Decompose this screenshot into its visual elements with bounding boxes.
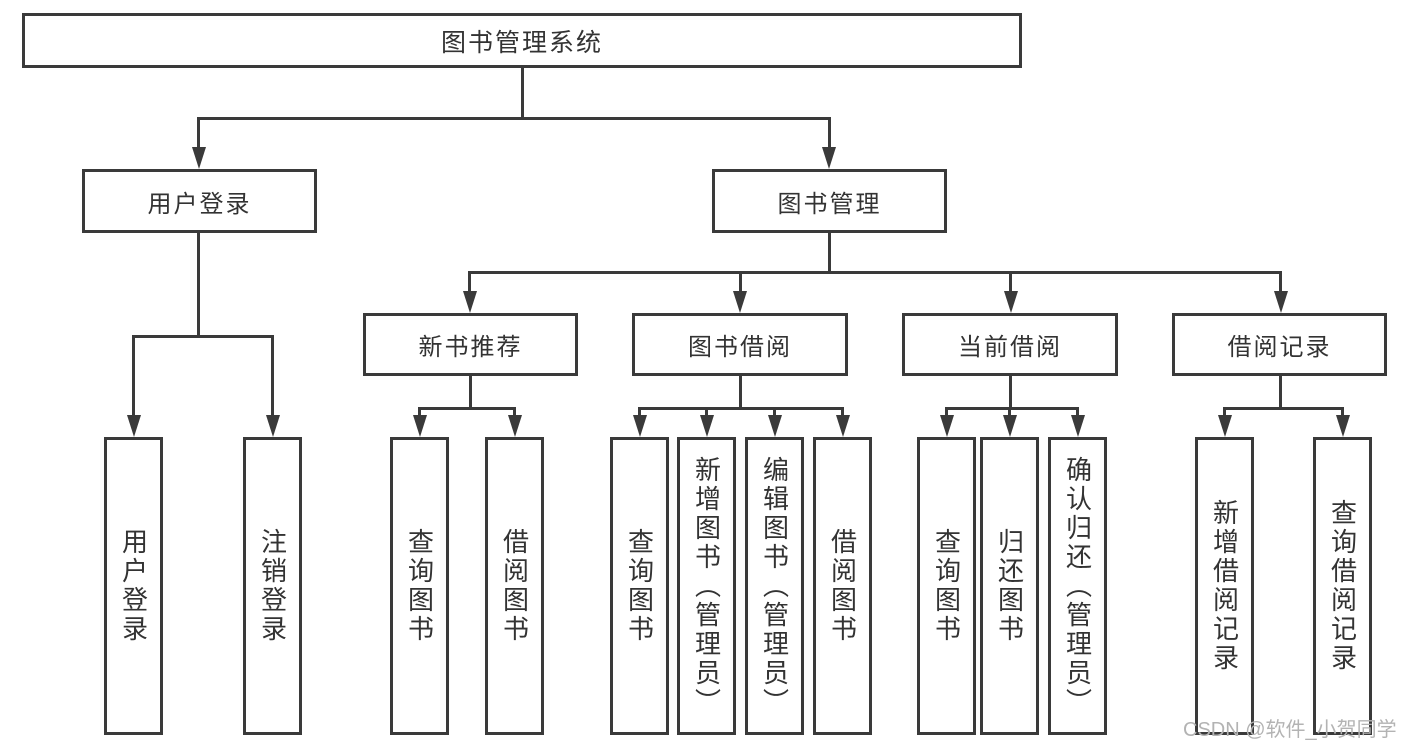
node-root-library-system: 图书管理系统 [22,13,1022,68]
arrow-down-icon [633,415,647,437]
connector-drop-book-management [828,117,831,149]
connector-drop-leaf [841,407,844,417]
connector-drop-logout-leaf [271,335,274,417]
leaf-query-books-borrowing: 查询图书 [610,437,669,735]
connector-drop-book-borrowing [739,271,742,293]
connector-drop-current-borrowing [1009,271,1012,293]
arrow-down-icon [768,415,782,437]
connector-new-book-feed [469,376,472,409]
leaf-query-books-recommend-label: 查询图书 [404,528,435,644]
connector-drop-leaf [1223,407,1226,417]
connector-drop-leaf [1076,407,1079,417]
leaf-return-books-label: 归还图书 [994,528,1025,644]
connector-book-management-feed [828,233,831,273]
node-book-borrowing: 图书借阅 [632,313,848,376]
node-book-management: 图书管理 [712,169,947,233]
leaf-add-books-admin-label: 新增图书（管理员） [691,455,722,717]
connector-user-login-feed [197,233,200,337]
leaf-return-books: 归还图书 [980,437,1039,735]
arrow-down-icon [1274,291,1288,313]
node-borrowing-records-label: 借阅记录 [1227,334,1332,361]
connector-new-book-rail [418,407,516,410]
arrow-down-icon [733,291,747,313]
arrow-down-icon [822,147,836,169]
leaf-add-borrow-record: 新增借阅记录 [1195,437,1254,735]
arrow-down-icon [1071,415,1085,437]
node-borrowing-records: 借阅记录 [1172,313,1387,376]
node-current-borrowing: 当前借阅 [902,313,1118,376]
connector-drop-leaf [638,407,641,417]
leaf-add-books-admin: 新增图书（管理员） [677,437,736,735]
node-book-management-label: 图书管理 [777,190,882,218]
leaf-confirm-return-admin-label: 确认归还（管理员） [1062,455,1093,717]
leaf-query-borrow-record: 查询借阅记录 [1313,437,1372,735]
connector-borrowing-records-rail [1223,407,1344,410]
leaf-edit-books-admin: 编辑图书（管理员） [745,437,804,735]
connector-drop-user-login [197,117,200,149]
connector-drop-leaf [418,407,421,417]
leaf-query-books-current: 查询图书 [917,437,976,735]
connector-drop-new-book [468,271,471,293]
connector-user-login-rail [132,335,274,338]
connector-drop-leaf [1341,407,1344,417]
node-new-book-recommend: 新书推荐 [363,313,578,376]
arrow-down-icon [127,415,141,437]
arrow-down-icon [508,415,522,437]
arrow-down-icon [700,415,714,437]
connector-book-borrowing-rail [638,407,844,410]
leaf-borrow-books-borrowing-label: 借阅图书 [827,528,858,644]
connector-current-borrowing-feed [1009,376,1012,409]
arrow-down-icon [463,291,477,313]
connector-book-borrowing-feed [739,376,742,409]
leaf-user-login: 用户登录 [104,437,163,735]
csdn-watermark: CSDN @软件_小贺同学 [1183,719,1397,741]
connector-level3-rail [468,271,1281,274]
arrow-down-icon [1003,415,1017,437]
leaf-borrow-books-recommend: 借阅图书 [485,437,544,735]
leaf-user-login-label: 用户登录 [118,528,149,644]
connector-drop-leaf [1008,407,1011,417]
node-book-borrowing-label: 图书借阅 [688,334,792,361]
leaf-borrow-books-recommend-label: 借阅图书 [499,528,530,644]
arrow-down-icon [1004,291,1018,313]
connector-drop-leaf [705,407,708,417]
leaf-logout-label: 注销登录 [257,528,288,644]
connector-borrowing-records-feed [1279,376,1282,409]
leaf-confirm-return-admin: 确认归还（管理员） [1048,437,1107,735]
node-root-label: 图书管理系统 [440,28,603,57]
arrow-down-icon [1218,415,1232,437]
leaf-edit-books-admin-label: 编辑图书（管理员） [759,455,790,717]
node-current-borrowing-label: 当前借阅 [958,334,1062,361]
leaf-query-books-current-label: 查询图书 [931,528,962,644]
node-new-book-recommend-label: 新书推荐 [418,334,523,361]
arrow-down-icon [1336,415,1350,437]
connector-level2-rail [197,117,831,120]
leaf-query-books-borrowing-label: 查询图书 [624,528,655,644]
connector-current-borrowing-rail [945,407,1079,410]
connector-root-feed [521,68,524,118]
connector-drop-leaf [945,407,948,417]
leaf-borrow-books-borrowing: 借阅图书 [813,437,872,735]
leaf-add-borrow-record-label: 新增借阅记录 [1209,499,1240,673]
connector-drop-login-leaf [132,335,135,417]
connector-drop-borrowing-records [1279,271,1282,293]
node-user-login-label: 用户登录 [147,190,252,218]
arrow-down-icon [413,415,427,437]
connector-drop-leaf [773,407,776,417]
leaf-query-borrow-record-label: 查询借阅记录 [1327,499,1358,673]
connector-drop-leaf [513,407,516,417]
arrow-down-icon [192,147,206,169]
arrow-down-icon [940,415,954,437]
leaf-logout: 注销登录 [243,437,302,735]
leaf-query-books-recommend: 查询图书 [390,437,449,735]
arrow-down-icon [836,415,850,437]
arrow-down-icon [266,415,280,437]
node-user-login: 用户登录 [82,169,317,233]
